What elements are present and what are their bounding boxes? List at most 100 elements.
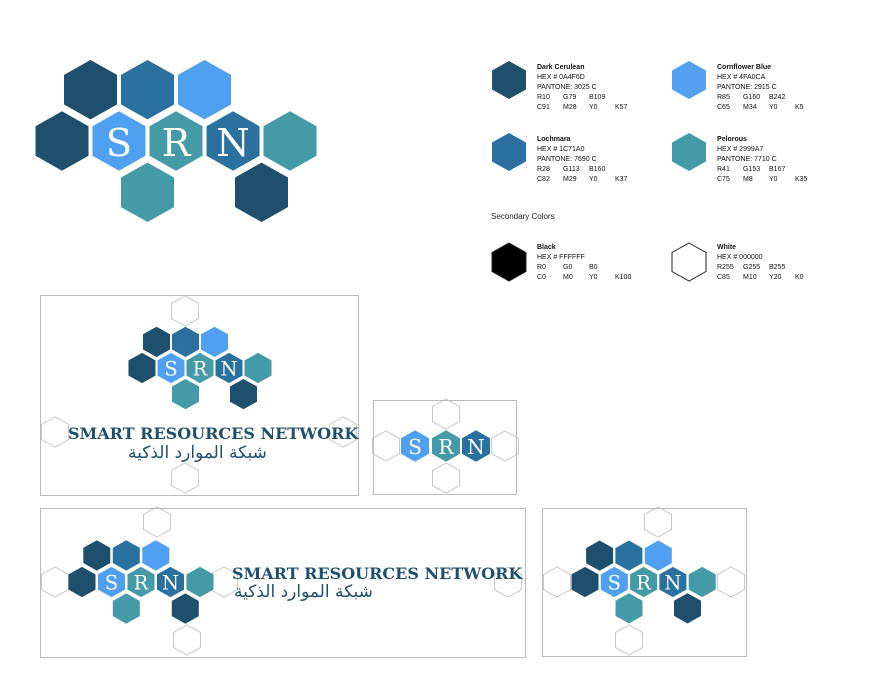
cmyk-value: K100 — [615, 274, 632, 281]
outline-hexagon — [372, 430, 400, 462]
color-name: Dark Cerulean — [537, 64, 585, 71]
color-hex: HEX # 2999A7 — [717, 146, 764, 153]
secondary-colors-heading: Secondary Colors — [491, 212, 555, 221]
color-hex: HEX # 4FA0CA — [717, 74, 766, 81]
rgb-value: B160 — [589, 166, 606, 173]
cmyk-value: M10 — [743, 274, 757, 281]
color-pantone: PANTONE: 2915 C — [717, 84, 777, 91]
rgb-value: G113 — [563, 166, 580, 173]
logo-letter: N — [467, 435, 485, 459]
rgb-value: R0 — [537, 264, 546, 271]
logo-panel-full — [40, 295, 359, 496]
outline-hexagon — [41, 416, 69, 448]
rgb-value: R41 — [717, 166, 730, 173]
color-pantone: PANTONE: 7690 C — [537, 156, 597, 163]
logo-hexagon — [172, 326, 199, 357]
logo-panel-horizontal — [40, 508, 526, 658]
cmyk-value: K57 — [615, 104, 628, 111]
color-swatch-hexagon — [672, 133, 706, 171]
color-swatch-hexagon — [492, 133, 526, 171]
logo-letter: R — [438, 435, 454, 459]
logo-hexagon — [112, 540, 140, 571]
cmyk-value: C85 — [717, 274, 730, 281]
rgb-value: B167 — [769, 166, 786, 173]
logo-letter: N — [216, 121, 249, 165]
color-name: Lochmara — [537, 136, 571, 143]
outline-hexagon — [543, 566, 571, 598]
rgb-value: R255 — [717, 264, 734, 271]
cmyk-value: C65 — [717, 104, 730, 111]
cmyk-value: K35 — [795, 176, 808, 183]
logo-hexagon — [600, 566, 628, 598]
logo-hexagon — [659, 566, 687, 598]
cmyk-value: K0 — [795, 274, 804, 281]
logo-hexagon — [127, 566, 155, 598]
brand-name-ar-horizontal: شبكة الموارد الذكية — [234, 582, 373, 602]
brand-name-en: SMART RESOURCES NETWORK — [68, 424, 359, 443]
rgb-value: B0 — [589, 264, 598, 271]
logo-hexagon — [630, 566, 658, 598]
logo-hexagon — [92, 111, 146, 171]
logo-letter: R — [134, 572, 150, 595]
logo-hexagon — [235, 162, 288, 222]
logo-letter: S — [608, 572, 621, 595]
logo-hexagon — [186, 566, 214, 598]
cmyk-value: Y0 — [589, 274, 598, 281]
color-swatch-hexagon — [492, 61, 526, 99]
cmyk-value: K5 — [795, 104, 804, 111]
outline-hexagon — [173, 624, 201, 656]
logo-hexagon — [644, 540, 672, 571]
rgb-value: B242 — [769, 94, 786, 101]
cmyk-value: M0 — [563, 274, 573, 281]
logo-hexagon — [571, 566, 599, 598]
color-spec: Pelorous HEX # 2999A7 PANTONE: 7710 C R4… — [717, 135, 821, 185]
cmyk-value: M29 — [563, 176, 577, 183]
cmyk-value: Y0 — [589, 104, 598, 111]
color-hex: HEX # 000000 — [717, 254, 763, 261]
logo-hexagon — [112, 593, 140, 624]
rgb-value: G255 — [743, 264, 761, 271]
logo-letter: S — [105, 572, 118, 595]
logo-hexagon — [586, 540, 614, 571]
outline-hexagon — [171, 462, 199, 494]
logo-letter: N — [664, 572, 681, 595]
outline-hexagon — [494, 566, 522, 598]
logo-hexagon — [401, 430, 429, 462]
color-name: Pelorous — [717, 136, 747, 143]
logo-letter: S — [106, 121, 132, 165]
logo-hexagon — [432, 430, 460, 462]
color-swatch-hexagon — [491, 242, 527, 282]
logo-letter: R — [636, 572, 652, 595]
cmyk-value: Y20 — [769, 274, 782, 281]
logo-letter: N — [162, 572, 179, 595]
cmyk-value: M8 — [743, 176, 753, 183]
outline-hexagon — [717, 566, 745, 598]
logo-hexagon — [157, 352, 185, 384]
logo-hexagon — [172, 379, 199, 410]
color-swatch-hexagon — [672, 61, 706, 99]
outline-hexagon — [644, 506, 672, 538]
color-spec: Lochmara HEX # 1C71A0 PANTONE: 7690 C R2… — [537, 135, 641, 185]
logo-hexagon — [244, 352, 272, 384]
color-pantone: PANTONE: 7710 C — [717, 156, 777, 163]
logo-hexagon — [121, 60, 174, 120]
logo-hexagon — [128, 352, 156, 384]
cmyk-value: M34 — [743, 104, 757, 111]
cmyk-value: C91 — [537, 104, 550, 111]
color-spec: Cornflower Blue HEX # 4FA0CA PANTONE: 29… — [717, 63, 821, 113]
cmyk-value: Y0 — [589, 176, 598, 183]
color-name: White — [717, 244, 737, 251]
logo-hexagon — [230, 379, 257, 410]
rgb-value: B109 — [589, 94, 606, 101]
logo-hexagon — [149, 111, 203, 171]
outline-hexagon — [143, 506, 171, 538]
color-name: Black — [537, 244, 556, 251]
logo-hexagon — [142, 540, 170, 571]
cmyk-value: C0 — [537, 274, 546, 281]
brand-name-ar: شبكة الموارد الذكية — [128, 443, 267, 463]
color-pantone: PANTONE: 3025 C — [537, 84, 597, 91]
logo-hexagon — [83, 540, 111, 571]
logo-panel-mark — [542, 508, 747, 657]
